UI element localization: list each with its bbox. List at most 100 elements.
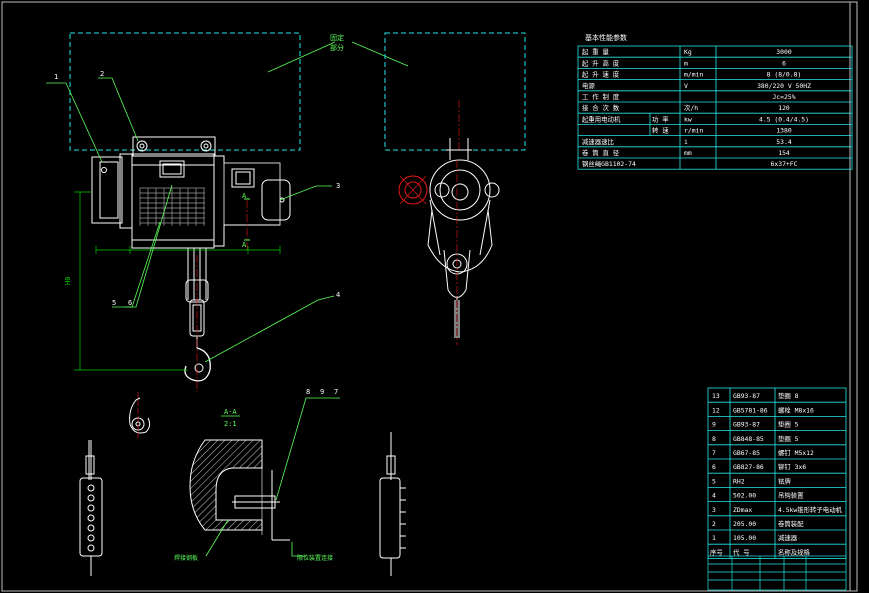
leader-lines [46, 41, 409, 363]
spec-row-value: 154 [778, 149, 790, 157]
parts-row-code: 105.00 [733, 534, 756, 542]
parts-header-number: 序号 [710, 547, 723, 556]
spec-row-value: 8 (8/0.8) [767, 71, 802, 79]
spec-row-value: Jc=25% [772, 93, 795, 101]
title-block [707, 555, 847, 591]
spec-row-unit: 次/h [684, 103, 698, 112]
parts-row-name: 4.5kw锥形转子电动机 [778, 505, 843, 514]
pendant-control-side [379, 432, 406, 576]
parts-row-number: 12 [712, 406, 720, 414]
parts-row-number: 9 [712, 421, 716, 429]
parts-row-number: 4 [712, 492, 716, 500]
parts-row-code: GB5781-86 [733, 406, 768, 414]
parts-row-number: 1 [712, 534, 716, 542]
parts-row-name: 卷筒装配 [778, 519, 804, 528]
parts-row-number: 2 [712, 520, 716, 528]
fixed-part-label-line1: 固定 [330, 33, 344, 42]
parts-header-name: 名称及规格 [778, 547, 811, 556]
part-number-2: 2 [100, 70, 104, 78]
spec-row-unit: kw [684, 115, 692, 123]
dim-height-label: H0 [64, 277, 72, 285]
spec-row-name: 电源 [582, 81, 595, 90]
parts-row-name: 垫圈 5 [778, 434, 799, 443]
parts-row-name: 减速器 [778, 533, 798, 542]
parts-row-code: 502.00 [733, 492, 756, 500]
spec-row-name: 起 升 速 度 [582, 70, 620, 79]
spec-row-unit: m [684, 59, 688, 67]
parts-row-name: 铭牌 [778, 476, 791, 485]
spec-row-value: 6 [782, 59, 786, 67]
spec-row-value: 4.5 (0.4/4.5) [759, 115, 809, 123]
parts-row-code: GB67-85 [733, 449, 760, 457]
parts-row-code: ZDmax [733, 506, 752, 514]
parts-row-number: 7 [712, 449, 716, 457]
spec-row-value: 53.4 [776, 138, 792, 146]
spec-row-value: 1380 [776, 127, 792, 135]
spec-row-unit: mm [684, 149, 692, 157]
parts-row-name: 垫圈 5 [778, 420, 799, 429]
spec-row-value: 3000 [776, 48, 792, 56]
parts-header-code: 代 号 [733, 547, 750, 556]
parts-row-name: 铆钉 3x6 [778, 462, 806, 471]
section-mark-a-top: A [242, 192, 247, 200]
parts-row-code: GB848-85 [733, 435, 764, 443]
spec-row-unit: r/min [684, 127, 703, 135]
part-number-4: 4 [336, 291, 340, 299]
parts-row-name: 螺钉 M5x12 [778, 448, 814, 457]
section-scale: 2:1 [224, 420, 237, 428]
spec-row-value: 6x37+FC [771, 160, 798, 168]
parts-row-name: 螺栓 M8x16 [778, 405, 814, 414]
spec-table-border [577, 45, 853, 170]
part-number-8: 8 [306, 388, 310, 396]
fixed-part-label-line2: 部分 [330, 43, 344, 52]
section-a-a-detail: A-A 2:1 8 9 7 焊接钢板 限位装置连接 [174, 388, 340, 562]
spec-row-name: 接 合 次 数 [582, 103, 620, 112]
spec-table-title: 基本性能参数 [585, 33, 627, 42]
parts-row-number: 13 [712, 392, 720, 400]
fixed-part-right-dashed-box [384, 32, 526, 151]
parts-row-number: 8 [712, 435, 716, 443]
spec-row-name: 起 重 量 [582, 48, 609, 56]
pendant-control-front [79, 440, 103, 576]
spec-row-unit: V [684, 82, 688, 90]
part-number-9: 9 [320, 388, 324, 396]
spec-row-name: 起 升 高 度 [582, 58, 620, 67]
part-number-1: 1 [54, 73, 58, 81]
hook-detail [129, 392, 151, 440]
parts-row-code: 205.00 [733, 520, 756, 528]
note-limit-device: 限位装置连接 [297, 554, 333, 562]
spec-row-unit: i [684, 138, 688, 146]
part-number-6: 6 [128, 299, 132, 307]
parts-row-number: 5 [712, 477, 716, 485]
parts-row-code: GB93-87 [733, 392, 760, 400]
spec-row-name: 钢丝绳GB1102-74 [582, 159, 636, 168]
spec-row-name: 起重用电动机 [582, 114, 621, 123]
fixed-part-left-dashed-box [69, 32, 301, 151]
spec-row-sub: 转 速 [652, 126, 669, 135]
section-mark-a-bottom: A [242, 241, 247, 249]
parts-row-code: GB827-86 [733, 463, 764, 471]
parts-row-number: 3 [712, 506, 716, 514]
spec-row-sub: 功 率 [652, 114, 669, 123]
parts-row-code: RH2 [733, 477, 745, 485]
front-view-hoist [69, 32, 301, 392]
part-number-5: 5 [112, 299, 116, 307]
spec-row-name: 工 作 制 度 [582, 92, 620, 101]
note-welded-plate: 焊接钢板 [174, 554, 198, 562]
section-title: A-A [224, 408, 237, 416]
spec-table: 基本性能参数 起 重 量 Kg 3000 起 升 高 度 m 6 起 升 速 度 m/min 8… [577, 33, 853, 170]
parts-row-name: 垫圈 8 [778, 391, 799, 400]
spec-row-unit: Kg [684, 48, 692, 56]
spec-row-name: 减速器速比 [582, 137, 615, 146]
part-number-7: 7 [334, 388, 338, 396]
part-number-3: 3 [336, 182, 340, 190]
parts-row-name: 吊钩装置 [778, 491, 804, 500]
drum-rope-grooves [139, 187, 205, 226]
spec-row-value: 120 [778, 104, 790, 112]
parts-row-code: GB93-87 [733, 421, 760, 429]
spec-row-unit: m/min [684, 71, 703, 79]
spec-row-value: 380/220 V 50HZ [757, 82, 811, 90]
